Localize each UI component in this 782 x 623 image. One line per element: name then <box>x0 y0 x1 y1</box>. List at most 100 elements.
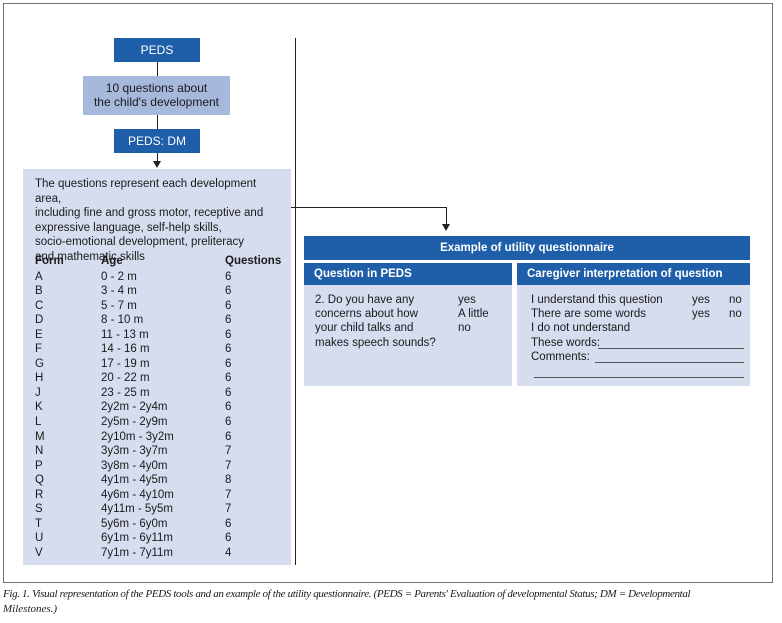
table-row: J 23 - 25 m 6 <box>35 386 285 400</box>
arrow-down-icon <box>153 161 161 168</box>
row-age: 6y1m - 6y11m <box>101 532 174 545</box>
row-age: 2y2m - 2y4m <box>101 401 168 414</box>
row-questions: 6 <box>225 372 232 385</box>
row-form: A <box>35 270 43 283</box>
row-form: L <box>35 416 42 428</box>
row-form: K <box>35 401 43 414</box>
question-line: concerns about how <box>315 308 418 320</box>
header-form: Form <box>35 255 64 267</box>
peds-dm-box: PEDS: DM <box>114 129 200 153</box>
row-age: 11 - 13 m <box>101 328 149 341</box>
comments-label: Comments: <box>531 351 590 363</box>
caption-line2: Milestones.) <box>3 603 58 615</box>
row-age: 0 - 2 m <box>101 270 137 283</box>
row-questions: 4 <box>225 546 232 559</box>
row-age: 7y1m - 7y11m <box>101 546 174 559</box>
row-form: R <box>35 488 44 501</box>
interpretation-text: I understand this question <box>531 294 663 306</box>
row-questions: 7 <box>225 445 232 458</box>
row-age: 3 - 4 m <box>101 285 137 298</box>
row-age: 5 - 7 m <box>101 299 137 312</box>
table-row: V 7y1m - 7y11m 4 <box>35 546 285 560</box>
desc-line: socio-emotional development, preliteracy <box>35 236 245 249</box>
row-form: G <box>35 357 44 370</box>
table-row: P 3y8m - 4y0m 7 <box>35 459 285 473</box>
interpretation-yes: yes <box>692 294 710 306</box>
row-form: E <box>35 328 43 341</box>
question-cell <box>304 285 512 386</box>
table-row: M 2y10m - 3y2m 6 <box>35 430 285 444</box>
table-row: U 6y1m - 6y11m 6 <box>35 531 285 545</box>
row-questions: 6 <box>225 416 232 428</box>
connector-horizontal <box>291 207 447 208</box>
row-age: 3y8m - 4y0m <box>101 459 168 472</box>
row-age: 20 - 22 m <box>101 372 150 385</box>
ten-questions-line2: the child's development <box>93 95 220 109</box>
interpretation-no: no <box>729 308 742 320</box>
ten-questions-box: 10 questions about the child's developme… <box>83 76 230 115</box>
row-questions: 6 <box>225 285 232 298</box>
row-questions: 7 <box>225 503 232 516</box>
caregiver-interpretation-header: Caregiver interpretation of question <box>517 263 750 285</box>
table-row: E 11 - 13 m 6 <box>35 328 285 342</box>
row-questions: 6 <box>225 314 232 327</box>
interpretation-text: I do not understand <box>531 322 631 334</box>
row-form: U <box>35 532 44 545</box>
row-questions: 7 <box>225 459 232 472</box>
row-form: S <box>35 503 43 516</box>
row-age: 4y11m - 5y5m <box>101 503 174 516</box>
interpretation-yes: yes <box>692 308 710 320</box>
row-questions: 6 <box>225 517 232 530</box>
row-age: 2y10m - 3y2m <box>101 430 174 443</box>
these-words-label: These words: <box>531 337 601 349</box>
table-row: T 5y6m - 6y0m 6 <box>35 517 285 531</box>
row-questions: 8 <box>225 474 232 487</box>
ten-questions-line1: 10 questions about <box>105 81 208 95</box>
arrow-down-icon <box>442 224 450 231</box>
vertical-divider <box>295 38 296 565</box>
dm-description: The questions represent each development… <box>35 177 285 265</box>
row-questions: 6 <box>225 270 232 283</box>
peds-box: PEDS <box>114 38 200 62</box>
question-line: makes speech sounds? <box>315 337 436 349</box>
row-form: P <box>35 459 43 472</box>
desc-line: and mathematic skills <box>35 250 145 263</box>
row-form: J <box>35 386 41 399</box>
comments-extra-line <box>534 377 744 378</box>
connector-4 <box>446 207 447 225</box>
interpretation-no: no <box>729 294 742 306</box>
dm-panel <box>23 169 291 565</box>
row-age: 23 - 25 m <box>101 386 150 399</box>
desc-line: including fine and gross motor, receptiv… <box>35 207 264 220</box>
row-form: D <box>35 314 44 327</box>
row-age: 4y1m - 4y5m <box>101 474 168 487</box>
header-questions: Questions <box>225 255 282 267</box>
row-age: 2y5m - 2y9m <box>101 416 168 428</box>
answer-a-little: A little <box>458 308 489 320</box>
row-questions: 6 <box>225 430 232 443</box>
desc-line: expressive language, self-help skills, <box>35 221 222 234</box>
row-questions: 6 <box>225 386 232 399</box>
row-form: C <box>35 299 44 312</box>
table-row: A 0 - 2 m 6 <box>35 270 285 284</box>
row-form: M <box>35 430 45 443</box>
row-form: V <box>35 546 43 559</box>
interpretation-text: There are some words <box>531 308 647 320</box>
row-questions: 6 <box>225 328 232 341</box>
example-title: Example of utility questionnaire <box>304 236 750 260</box>
row-questions: 6 <box>225 532 232 545</box>
question-line: 2. Do you have any <box>315 294 415 306</box>
row-age: 5y6m - 6y0m <box>101 517 168 530</box>
row-form: Q <box>35 474 44 487</box>
row-form: T <box>35 517 43 530</box>
interpretation-cell <box>517 285 750 386</box>
figure-frame <box>3 3 773 583</box>
